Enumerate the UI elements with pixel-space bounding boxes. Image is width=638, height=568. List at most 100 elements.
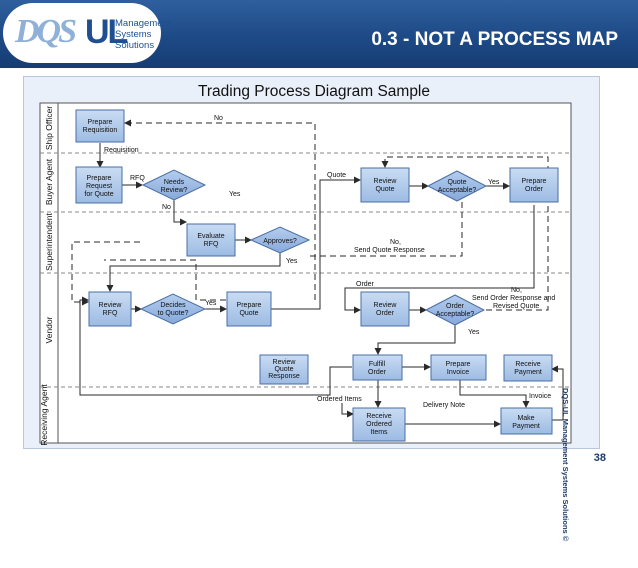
box-prepare-request-for-quote <box>75 166 123 204</box>
flow-payment <box>551 365 564 421</box>
label-review-rfq-2: RFQ <box>103 310 118 317</box>
decision-decides-to-quote <box>139 293 207 325</box>
box-evaluate-rfq <box>186 223 236 257</box>
lane-label-receiving-agent: Receiving Agent <box>39 384 49 446</box>
flow-label-no-send-quote-2: Send Quote Response <box>354 247 425 254</box>
label-needs-review-1: Needs <box>164 179 185 186</box>
page-number: 38 <box>593 452 606 464</box>
box-prepare-invoice <box>430 354 487 381</box>
label-prepare-quote-2: Quote <box>239 310 258 317</box>
trading-process-diagram: Trading Process Diagram Sample Ship Offi… <box>39 83 572 446</box>
flow-label-rfq: RFQ <box>130 175 145 182</box>
label-make-payment-2: Payment <box>512 423 540 430</box>
decision-order-acceptable <box>424 294 486 326</box>
flow-ordered-items <box>341 403 354 418</box>
flow-needs-review-no <box>173 198 187 226</box>
lane-label-buyer-agent: Buyer Agent <box>44 158 54 205</box>
label-prepare-request-3: for Quote <box>84 191 113 198</box>
flow-label-yes-quote-acceptable: Yes <box>488 179 500 186</box>
label-make-payment-1: Make <box>517 415 534 422</box>
flow-label-no-top: No <box>214 115 223 122</box>
flow-send-quote-response <box>307 202 463 258</box>
label-needs-review-2: Review? <box>161 187 188 194</box>
label-receive-payment-2: Payment <box>514 369 542 376</box>
label-review-quote-response-1: Review <box>273 359 297 366</box>
flow-invoice <box>459 380 530 408</box>
flow-label-yes-approves: Yes <box>286 258 298 265</box>
flow-label-yes-order-acceptable: Yes <box>468 329 480 336</box>
label-review-order-1: Review <box>374 302 398 309</box>
box-prepare-requisition <box>75 109 125 143</box>
flow-label-order: Order <box>356 281 375 288</box>
label-prepare-request-2: Request <box>86 183 112 190</box>
label-prepare-requisition-2: Requisition <box>83 127 118 134</box>
ul-logo-mark: UL <box>85 13 128 51</box>
box-review-quote <box>360 167 410 203</box>
box-make-payment <box>500 407 553 435</box>
flow-buyer-to-vendor <box>71 241 140 306</box>
label-receive-ordered-items-2: Ordered <box>366 421 392 428</box>
flow-return-to-review-rfq <box>79 296 352 396</box>
label-prepare-request-1: Prepare <box>87 175 112 182</box>
decision-quote-acceptable <box>426 170 488 202</box>
flow-label-delivery-note: Delivery Note <box>423 402 465 409</box>
label-quote-acceptable-1: Quote <box>447 179 466 186</box>
label-fulfill-order-2: Order <box>368 369 387 376</box>
flow-rfq-dashed <box>104 259 226 301</box>
logo-line: Systems <box>115 29 152 40</box>
label-evaluate-rfq-2: RFQ <box>204 241 219 248</box>
label-receive-ordered-items-1: Receive <box>366 413 391 420</box>
box-review-quote-response <box>259 354 309 385</box>
label-prepare-order-1: Prepare <box>522 178 547 185</box>
box-fulfill-order <box>352 354 403 381</box>
slide-title: 0.3 - NOT A PROCESS MAP <box>371 29 618 50</box>
label-order-acceptable-2: Acceptable? <box>436 311 475 318</box>
label-quote-acceptable-2: Acceptable? <box>438 187 477 194</box>
box-receive-payment <box>503 354 553 382</box>
label-review-quote-response-2: Quote <box>274 366 293 373</box>
lane-label-superintendent: Superintendent <box>44 213 54 271</box>
svg-text:Receiving Agent: Receiving Agent <box>39 384 49 446</box>
dqs-logo-mark: DQS <box>15 13 77 50</box>
flow-revised-quote <box>381 156 549 311</box>
flow-label-invoice: Invoice <box>529 393 551 400</box>
label-decides-to-quote-1: Decides <box>160 302 186 309</box>
label-evaluate-rfq-1: Evaluate <box>197 233 224 240</box>
box-receive-ordered-items <box>352 407 406 442</box>
box-review-order <box>360 291 410 327</box>
label-receive-ordered-items-3: Items <box>370 429 388 436</box>
flow-label-no-send-quote-1: No, <box>390 239 401 246</box>
logo-wordmark: Management Systems Solutions <box>115 18 170 51</box>
flow-label-ordered-items: Ordered Items <box>317 396 362 403</box>
label-prepare-order-2: Order <box>525 186 544 193</box>
side-copyright: DQS-UL Management Systems Solutions © <box>561 388 570 542</box>
flow-no-back-to-officer <box>124 119 316 300</box>
flow-quote <box>271 176 361 310</box>
label-decides-to-quote-2: to Quote? <box>158 310 189 317</box>
flow-label-no-order-3: Revised Quote <box>493 303 539 310</box>
label-fulfill-order-1: Fulfill <box>369 361 386 368</box>
box-prepare-order <box>509 167 559 203</box>
flow-label-no-order-1: No, <box>511 287 522 294</box>
logo-line: Solutions <box>115 40 155 51</box>
label-review-quote-response-3: Response <box>268 373 300 380</box>
decision-approves <box>249 226 311 254</box>
box-review-rfq <box>88 291 132 327</box>
decision-needs-review <box>141 169 207 201</box>
flow-label-requisition: Requisition <box>104 147 139 154</box>
flow-label-yes-needs-review: Yes <box>229 191 241 198</box>
label-review-order-2: Order <box>376 310 395 317</box>
flow-label-yes-decides: Yes <box>205 300 217 307</box>
label-prepare-invoice-1: Prepare <box>446 361 471 368</box>
box-prepare-quote <box>226 291 272 327</box>
label-review-rfq-1: Review <box>99 302 123 309</box>
logo-line: Management <box>115 18 171 29</box>
flow-order <box>344 205 535 314</box>
label-prepare-invoice-2: Invoice <box>447 369 469 376</box>
label-review-quote-1: Review <box>374 178 398 185</box>
flow-approves-yes <box>106 253 281 292</box>
lane-label-ship-officer: Ship Officer <box>44 106 54 150</box>
dqs-ul-logo: DQS UL Management Systems Solutions <box>3 3 170 63</box>
label-approves: Approves? <box>263 238 297 245</box>
flow-label-no-order-2: Send Order Response and <box>472 295 555 302</box>
